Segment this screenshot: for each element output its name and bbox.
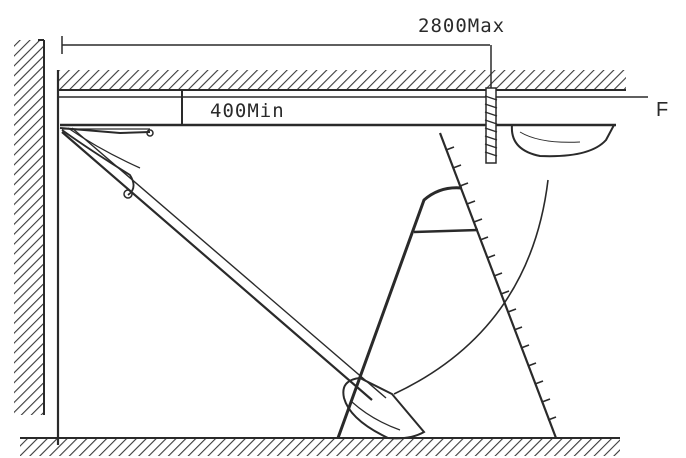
swing-arc xyxy=(393,179,549,395)
min-dimension-line xyxy=(58,90,648,125)
diagonal-support-arm xyxy=(61,127,387,401)
max-dimension-label: 2800Max xyxy=(418,15,505,37)
board-top xyxy=(60,123,616,158)
threaded-rod xyxy=(484,45,498,164)
board-foot xyxy=(342,376,426,440)
min-dimension-label: 400Min xyxy=(210,100,285,122)
ceiling xyxy=(58,70,626,91)
left-wall xyxy=(14,39,60,445)
max-dimension-line xyxy=(61,36,490,54)
serrated-rack xyxy=(445,146,557,421)
side-marker-label: F xyxy=(656,99,668,121)
floor xyxy=(20,437,620,456)
wall-bracket xyxy=(59,127,154,199)
folded-leg xyxy=(336,132,558,439)
